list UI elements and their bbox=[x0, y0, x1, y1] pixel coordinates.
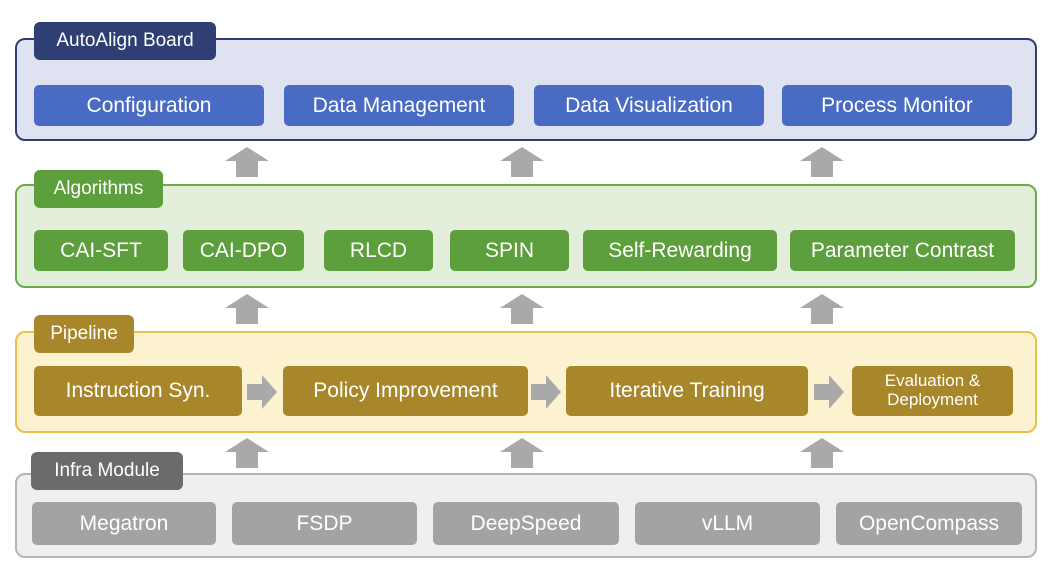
infra-item-deepspeed: DeepSpeed bbox=[433, 502, 619, 545]
up-arrow-icon bbox=[800, 294, 844, 324]
algorithm-item-rlcd: RLCD bbox=[324, 230, 433, 271]
right-arrow-icon bbox=[814, 375, 844, 409]
board-item-data-management: Data Management bbox=[284, 85, 514, 126]
algorithm-item-parameter-contrast: Parameter Contrast bbox=[790, 230, 1015, 271]
board-item-process-monitor: Process Monitor bbox=[782, 85, 1012, 126]
up-arrow-icon bbox=[225, 147, 269, 177]
infra-item-megatron: Megatron bbox=[32, 502, 216, 545]
pipeline-step-policy-improvement: Policy Improvement bbox=[283, 366, 528, 416]
algorithm-item-cai-sft: CAI-SFT bbox=[34, 230, 168, 271]
algorithm-item-self-rewarding: Self-Rewarding bbox=[583, 230, 777, 271]
pipeline-step-instruction-syn: Instruction Syn. bbox=[34, 366, 242, 416]
up-arrow-icon bbox=[500, 438, 544, 468]
up-arrow-icon bbox=[500, 147, 544, 177]
infra-item-vllm: vLLM bbox=[635, 502, 820, 545]
infra-item-fsdp: FSDP bbox=[232, 502, 417, 545]
right-arrow-icon bbox=[531, 375, 561, 409]
board-item-data-visualization: Data Visualization bbox=[534, 85, 764, 126]
autoalign-board-title: AutoAlign Board bbox=[34, 22, 216, 60]
pipeline-step-evaluation-deployment: Evaluation & Deployment bbox=[852, 366, 1013, 416]
infra-item-opencompass: OpenCompass bbox=[836, 502, 1022, 545]
infra-module-title: Infra Module bbox=[31, 452, 183, 490]
algorithm-item-spin: SPIN bbox=[450, 230, 569, 271]
up-arrow-icon bbox=[800, 438, 844, 468]
up-arrow-icon bbox=[500, 294, 544, 324]
right-arrow-icon bbox=[247, 375, 277, 409]
pipeline-step-iterative-training: Iterative Training bbox=[566, 366, 808, 416]
pipeline-title: Pipeline bbox=[34, 315, 134, 353]
up-arrow-icon bbox=[225, 294, 269, 324]
up-arrow-icon bbox=[225, 438, 269, 468]
algorithms-title: Algorithms bbox=[34, 170, 163, 208]
board-item-configuration: Configuration bbox=[34, 85, 264, 126]
up-arrow-icon bbox=[800, 147, 844, 177]
algorithm-item-cai-dpo: CAI-DPO bbox=[183, 230, 304, 271]
